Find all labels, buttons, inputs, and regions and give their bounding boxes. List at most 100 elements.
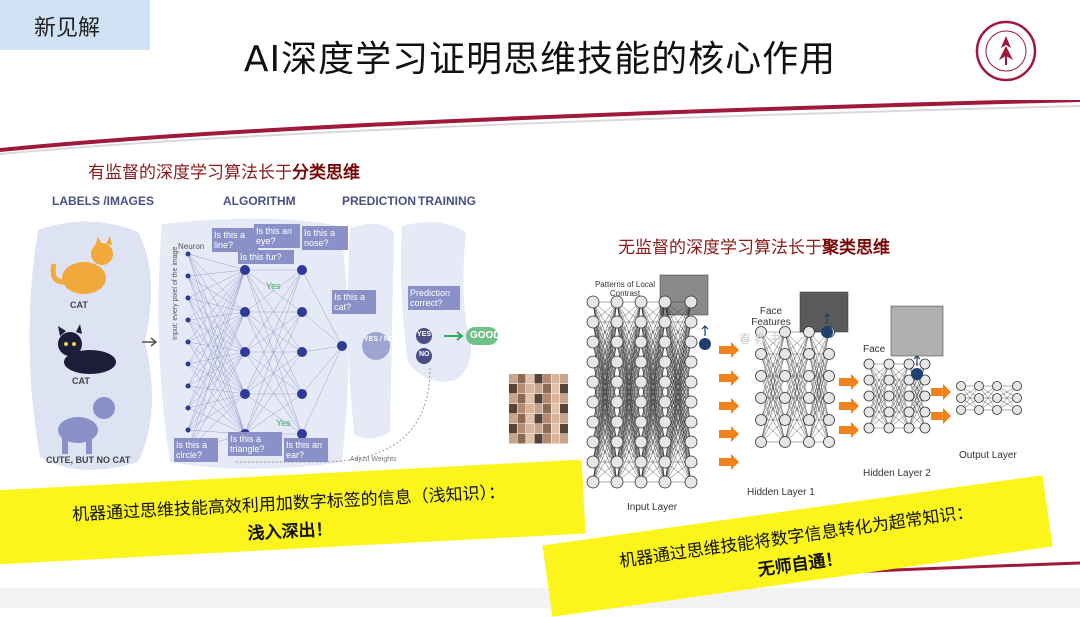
faces-collage-image <box>509 374 568 444</box>
face-tile <box>560 424 568 434</box>
slide-title: AI深度学习证明思维技能的核心作用 <box>243 39 837 80</box>
input-layer-label: Input Layer <box>627 502 678 513</box>
neuron-node <box>634 295 648 309</box>
adjust-weights-label: Adjust Weights <box>350 456 397 463</box>
face-tile <box>534 404 543 414</box>
neuron-node <box>658 355 672 369</box>
neuron-node <box>1012 405 1022 415</box>
face-tile <box>534 384 543 394</box>
col-labels-images: LABELS /IMAGES <box>52 194 155 208</box>
question-eye: Is this an eye? <box>254 224 300 248</box>
neuron-node <box>658 375 672 389</box>
flow-arrow-icon <box>931 384 951 400</box>
neuron-node <box>185 317 191 323</box>
neuron-node <box>185 361 191 367</box>
neuron-node <box>883 358 895 370</box>
neuron-node <box>903 374 915 386</box>
unsupervised-neural-net <box>586 295 1022 489</box>
neuron-node <box>803 392 815 404</box>
question-ear: Is this an ear? <box>284 438 328 462</box>
neuron-node <box>297 307 307 317</box>
patterns-label: Patterns of Local Contrast <box>594 280 656 298</box>
feature-node <box>911 368 923 380</box>
neuron-node <box>974 393 984 403</box>
neuron-node <box>185 405 191 411</box>
section-tag: 新见解 <box>0 0 150 50</box>
neuron-node <box>903 406 915 418</box>
neuron-node <box>586 375 600 389</box>
neuron-node <box>883 374 895 386</box>
neuron-node <box>823 370 835 382</box>
neuron-node <box>610 435 624 449</box>
neuron-node <box>610 475 624 489</box>
neuron-node <box>919 358 931 370</box>
face-tile <box>551 414 560 424</box>
unsupervised-caption: 无监督的深度学习算法长于聚类思维 <box>618 233 890 258</box>
neuron-node <box>684 315 698 329</box>
question-triangle: Is this a triangle? <box>228 432 282 456</box>
face-tile <box>560 374 568 384</box>
neuron-node <box>297 265 307 275</box>
face-tile <box>517 404 526 414</box>
flow-arrow-icon <box>839 422 859 438</box>
neuron-node <box>610 455 624 469</box>
face-tile <box>551 434 560 444</box>
neuron-node <box>684 455 698 469</box>
face-tile <box>543 424 551 434</box>
neuron-node <box>974 381 984 391</box>
neuron-node <box>919 374 931 386</box>
yes-no-label: YES / NO <box>364 336 395 343</box>
neuron-label: Neuron <box>178 242 205 251</box>
col-training: TRAINING <box>418 194 476 208</box>
neuron-node <box>586 475 600 489</box>
neuron-node <box>634 455 648 469</box>
flow-arrow-icon <box>931 408 951 424</box>
neuron-node <box>779 326 791 338</box>
neuron-node <box>919 406 931 418</box>
neuron-node <box>610 315 624 329</box>
feature-node <box>821 326 833 338</box>
neuron-node <box>586 455 600 469</box>
neuron-node <box>684 435 698 449</box>
supervised-diagram: LABELS /IMAGES ALGORITHM PREDICTION TRAI… <box>20 190 510 496</box>
neuron-node <box>803 348 815 360</box>
supervised-caption: 有监督的深度学习算法长于分类思维 <box>88 158 360 183</box>
neuron-node <box>185 251 191 257</box>
feature-node <box>699 338 711 350</box>
neuron-node <box>919 422 931 434</box>
neuron-node <box>903 390 915 402</box>
neuron-node <box>755 436 767 448</box>
neuron-node <box>803 436 815 448</box>
neuron-node <box>903 358 915 370</box>
question-circle: Is this a circle? <box>174 438 218 462</box>
face-tile <box>543 434 551 444</box>
unsupervised-network-art <box>509 274 1022 489</box>
face-features-label: Face Features <box>751 306 791 328</box>
neuron-node <box>684 295 698 309</box>
face-tile <box>517 394 526 404</box>
flow-arrow-icon <box>719 398 739 414</box>
no-button-label: NO <box>419 351 430 358</box>
flow-arrow-icon <box>839 374 859 390</box>
face-tile <box>534 414 543 424</box>
question-line: Is this a line? <box>212 228 258 252</box>
watermark: 春 教 书 <box>739 332 782 346</box>
face-tile <box>534 394 543 404</box>
neuron-node <box>337 341 347 351</box>
neuron-node <box>297 347 307 357</box>
neuron-node <box>779 392 791 404</box>
neuron-node <box>586 395 600 409</box>
neuron-node <box>1012 381 1022 391</box>
face-tile <box>526 404 534 414</box>
face-tile <box>560 384 568 394</box>
unsupervised-caption-text: 无监督的深度学习算法长于 <box>618 238 822 258</box>
face-tile <box>509 404 517 414</box>
face-tile <box>509 424 517 434</box>
col-algorithm: ALGORITHM <box>223 194 296 208</box>
face-tile <box>509 414 517 424</box>
neuron-node <box>185 383 191 389</box>
neuron-node <box>684 415 698 429</box>
neuron-node <box>586 415 600 429</box>
neuron-node <box>863 422 875 434</box>
col-prediction: PREDICTION <box>342 194 417 208</box>
